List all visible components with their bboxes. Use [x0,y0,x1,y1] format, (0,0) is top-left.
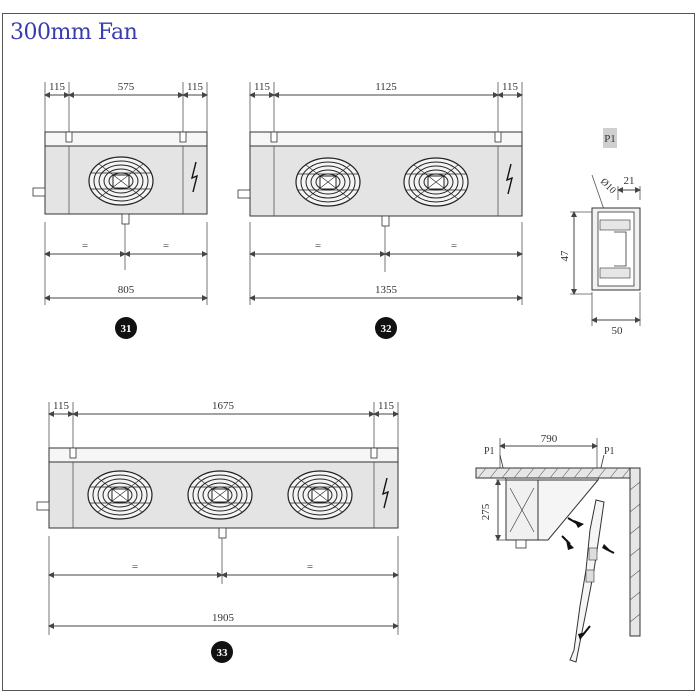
dim-eq-right-31: = [163,240,169,252]
dim-mid-33: 1675 [212,400,235,412]
install-height: 275 [480,503,492,520]
side-diameter: Ø10 [598,176,618,196]
unit-32-drawing: 115 1125 115 = = 1355 32 [237,81,523,339]
unit-label-32: 32 [381,323,393,335]
install-detail: P1 P1 790 275 [475,433,641,663]
page-title: 300mm Fan [10,20,138,45]
fan-grille-icon [403,157,469,207]
side-width: 21 [624,175,635,187]
dim-right-31: 115 [187,81,204,93]
dim-mid-32: 1125 [375,81,397,93]
side-depth: 50 [612,325,624,337]
unit-badge-31 [115,317,137,339]
dim-right-32: 115 [502,81,519,93]
airflow-arrow-icon [574,520,584,528]
install-width: 790 [541,433,558,445]
unit-label-33: 33 [217,647,229,659]
side-height: 47 [559,250,571,262]
dim-eq-left-33: = [132,561,138,573]
dim-mid-31: 575 [118,81,135,93]
dim-eq-left-32: = [315,240,321,252]
unit-33-drawing: 115 1675 115 = = 1905 33 [36,400,399,663]
dim-eq-right-33: = [307,561,313,573]
install-p1-right: P1 [604,446,615,457]
fan-grille-icon [187,470,253,520]
unit-label-31: 31 [121,323,132,335]
fan-grille-icon [287,470,353,520]
side-detail-label: P1 [604,133,616,145]
p1-tag [603,128,617,148]
fan-grille-icon [88,156,154,206]
unit-31-drawing: 115 575 115 = = 805 31 [32,81,208,339]
dim-total-33: 1905 [212,612,235,624]
dim-left-33: 115 [53,400,70,412]
lightning-icon [190,161,199,193]
unit-badge-33 [211,641,233,663]
install-p1-left: P1 [484,446,495,457]
unit-badge-32 [375,317,397,339]
lightning-icon [505,163,514,195]
dim-eq-right-32: = [451,240,457,252]
dim-total-32: 1355 [375,284,398,296]
dim-eq-left-31: = [82,240,88,252]
dim-left-31: 115 [49,81,66,93]
dim-left-32: 115 [254,81,271,93]
fan-grille-icon [295,157,361,207]
lightning-icon [381,477,390,509]
side-detail: P1 21 Ø10 47 50 [559,128,641,337]
dim-right-33: 115 [378,400,395,412]
dim-total-31: 805 [118,284,135,296]
fan-grille-icon [87,470,153,520]
drawing-frame [2,13,695,691]
